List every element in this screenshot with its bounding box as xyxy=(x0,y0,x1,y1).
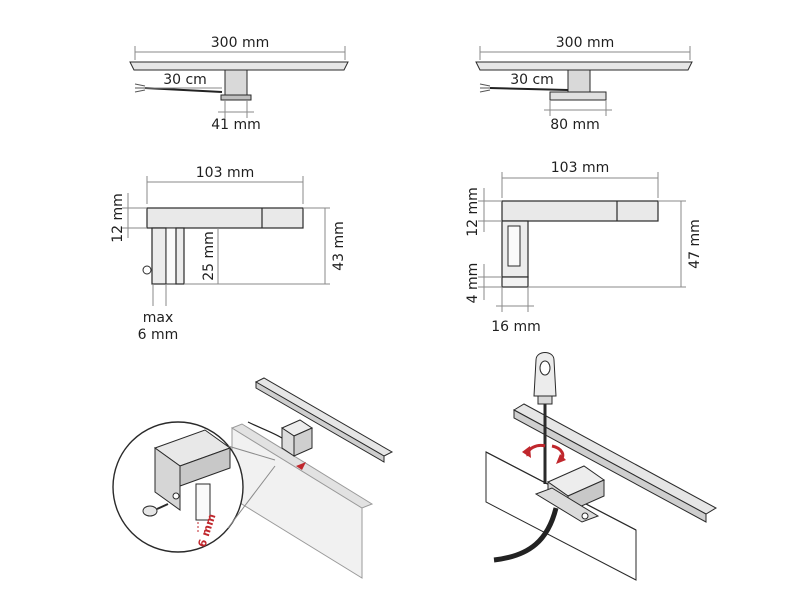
mid-left-profile: 103 mm 12 mm 25 mm 43 mm max 6 mm xyxy=(110,165,347,343)
mid-left-max-label: max xyxy=(143,310,174,326)
mid-left-thickness-label: 12 mm xyxy=(110,193,126,243)
mid-left-clip-depth-label: 25 mm xyxy=(201,231,217,281)
top-left-cable-label: 30 cm xyxy=(163,72,207,88)
top-left-length-label: 300 mm xyxy=(211,35,269,51)
mid-right-height-label: 47 mm xyxy=(687,219,703,269)
top-left-clip-label: 41 mm xyxy=(211,117,261,133)
mid-left-width-label: 103 mm xyxy=(196,165,254,181)
mid-right-depth-label: 16 mm xyxy=(491,319,541,335)
mid-right-base-label: 4 mm xyxy=(465,263,481,304)
mid-left-height-label: 43 mm xyxy=(331,221,347,271)
top-right-lamp-view: 300 mm 30 cm 80 mm xyxy=(475,35,693,133)
mid-right-width-label: 103 mm xyxy=(551,160,609,176)
top-right-cable-label: 30 cm xyxy=(510,72,554,88)
install-left-scene: 6 mm xyxy=(112,377,394,579)
mid-left-max-value: 6 mm xyxy=(138,327,179,343)
mid-right-thickness-label: 12 mm xyxy=(465,187,481,237)
mid-right-profile: 103 mm 12 mm 4 mm 47 mm 16 mm xyxy=(465,160,703,335)
install-right-scene xyxy=(485,352,718,581)
top-right-length-label: 300 mm xyxy=(556,35,614,51)
top-right-clip-label: 80 mm xyxy=(550,117,600,133)
top-left-lamp-view: 300 mm 30 cm 41 mm xyxy=(129,35,349,133)
